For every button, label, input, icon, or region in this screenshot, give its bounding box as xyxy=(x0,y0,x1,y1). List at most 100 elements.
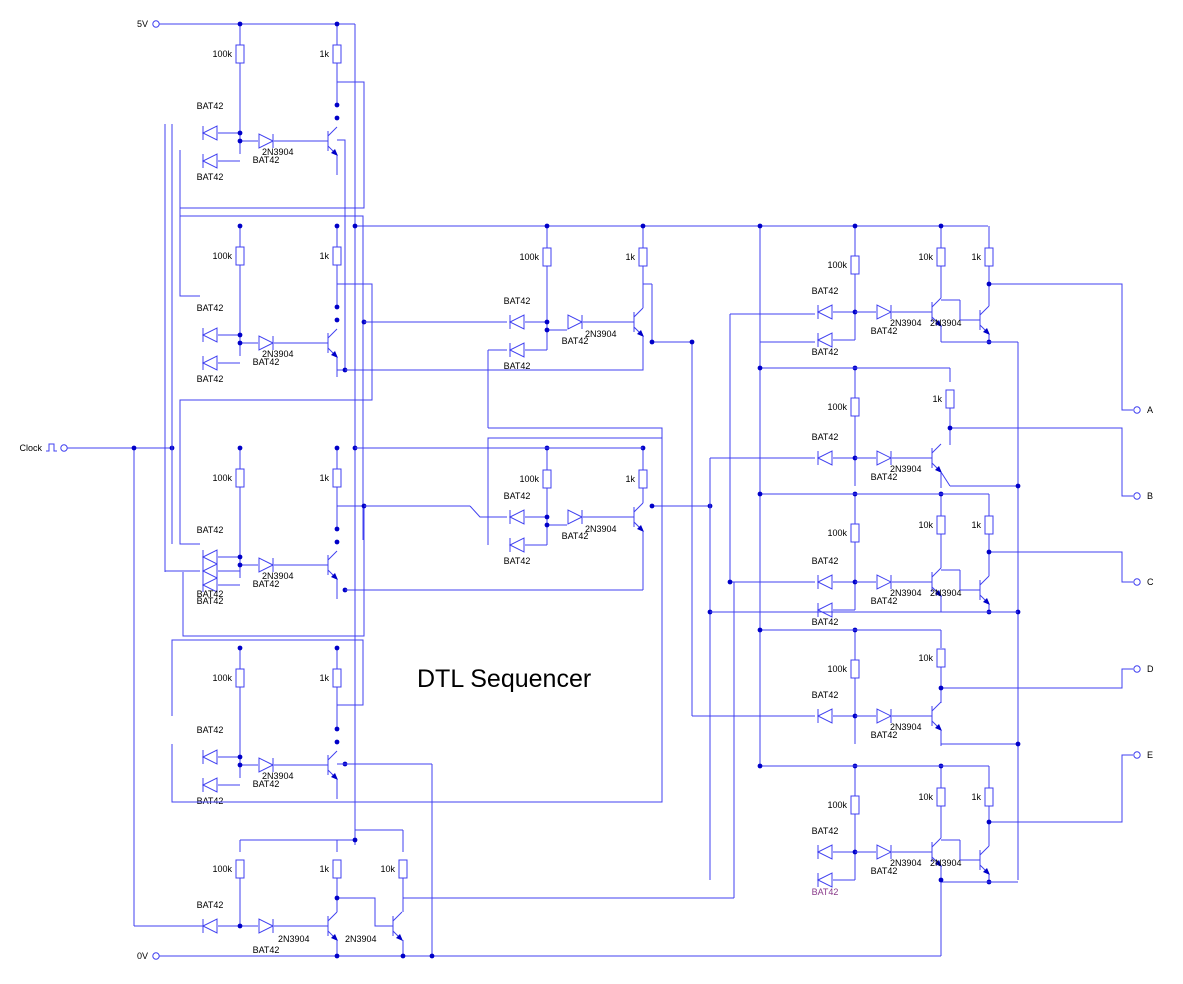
emitter-arrow xyxy=(637,525,644,532)
wire xyxy=(989,551,1133,583)
emitter-arrow xyxy=(331,149,338,156)
junction-dot xyxy=(334,223,340,229)
junction-dot xyxy=(938,685,944,691)
emitter-arrow xyxy=(935,466,942,473)
emitter-arrow xyxy=(396,934,403,941)
transistor-label: 2N3904 xyxy=(890,722,922,732)
output-terminal-c xyxy=(1133,578,1141,586)
transistor-label: 2N3904 xyxy=(262,771,294,781)
diode-label: BAT42 xyxy=(197,101,224,111)
junction-dot xyxy=(237,223,243,229)
junction-dot xyxy=(649,339,655,345)
series-diode xyxy=(258,757,275,773)
resistor-label: 1k xyxy=(319,864,329,874)
transistor-label: 2N3904 xyxy=(262,349,294,359)
collector-resistor xyxy=(332,246,342,266)
diode-label: BAT42 xyxy=(253,945,280,955)
junction-dot xyxy=(1015,741,1021,747)
junction-dot xyxy=(334,445,340,451)
wire xyxy=(940,471,951,487)
junction-dot xyxy=(986,281,992,287)
input-diode xyxy=(816,708,833,724)
junction-dot xyxy=(334,645,340,651)
resistor-label: 1k xyxy=(971,252,981,262)
junction-dot xyxy=(757,627,763,633)
collector-resistor xyxy=(984,515,994,535)
wire xyxy=(979,845,990,856)
junction-dot xyxy=(757,365,763,371)
wire xyxy=(941,668,1133,689)
junction-dot xyxy=(334,726,340,732)
diode-label: BAT42 xyxy=(812,556,839,566)
junction-dot xyxy=(947,425,953,431)
collector-resistor xyxy=(984,247,994,267)
base-resistor xyxy=(850,795,860,815)
emitter-arrow xyxy=(935,724,942,731)
emitter-arrow xyxy=(983,868,990,875)
collector-resistor xyxy=(638,247,648,267)
transistor-label: 2N3904 xyxy=(890,318,922,328)
junction-dot xyxy=(237,754,243,760)
output-terminal-b xyxy=(1133,492,1141,500)
diode-label: BAT42 xyxy=(871,326,898,336)
junction-dot xyxy=(429,953,435,959)
emitter-arrow xyxy=(935,320,942,327)
pullup-resistor xyxy=(936,648,946,668)
wire xyxy=(989,283,1133,411)
base-resistor xyxy=(850,523,860,543)
transistor-label: 2N3904 xyxy=(585,524,617,534)
resistor-label: 1k xyxy=(319,673,329,683)
junction-dot xyxy=(689,339,695,345)
diode-label: BAT42 xyxy=(812,826,839,836)
diode-label: BAT42 xyxy=(871,472,898,482)
diode-label: BAT42 xyxy=(197,725,224,735)
supply-terminal xyxy=(152,20,160,28)
clock-label: Clock xyxy=(19,443,42,453)
wire xyxy=(931,297,942,308)
collector-resistor xyxy=(332,668,342,688)
base-resistor xyxy=(850,255,860,275)
base-resistor xyxy=(542,247,552,267)
input-diode xyxy=(201,549,218,565)
emitter-arrow xyxy=(983,598,990,605)
junction-dot xyxy=(544,327,550,333)
series-diode xyxy=(258,335,275,351)
diode-label: BAT42 xyxy=(871,866,898,876)
resistor-label: 1k xyxy=(319,251,329,261)
base-resistor xyxy=(542,469,552,489)
junction-dot xyxy=(334,21,340,27)
collector-resistor xyxy=(984,787,994,807)
wire xyxy=(171,639,364,716)
wire xyxy=(327,126,338,137)
emitter-arrow xyxy=(637,330,644,337)
resistor-label: 1k xyxy=(625,474,635,484)
input-diode xyxy=(201,125,218,141)
resistor-label: 1k xyxy=(971,520,981,530)
wire xyxy=(179,283,373,545)
diode-label: BAT42 xyxy=(504,361,531,371)
wire xyxy=(651,284,692,343)
input-diode xyxy=(816,602,833,618)
input-diode xyxy=(201,153,218,169)
diode-label: BAT42 xyxy=(812,617,839,627)
junction-dot xyxy=(237,554,243,560)
resistor-label: 1k xyxy=(319,473,329,483)
diode-label: BAT42 xyxy=(253,779,280,789)
diode-label: BAT42 xyxy=(253,155,280,165)
emitter-arrow xyxy=(331,773,338,780)
diode-label: BAT42 xyxy=(197,900,224,910)
resistor-label: 100k xyxy=(827,800,847,810)
resistor-label: 100k xyxy=(827,528,847,538)
transistor-label: 2N3904 xyxy=(890,588,922,598)
diode-label: BAT42 xyxy=(253,579,280,589)
wire xyxy=(392,911,403,922)
diode-label: BAT42 xyxy=(197,596,224,606)
ground-label: 0V xyxy=(137,951,148,961)
series-diode xyxy=(258,557,275,573)
resistor-label: 1k xyxy=(971,792,981,802)
diode-label: BAT42 xyxy=(562,531,589,541)
junction-dot xyxy=(1015,483,1021,489)
series-diode xyxy=(258,918,275,934)
resistor-label: 10k xyxy=(380,864,395,874)
